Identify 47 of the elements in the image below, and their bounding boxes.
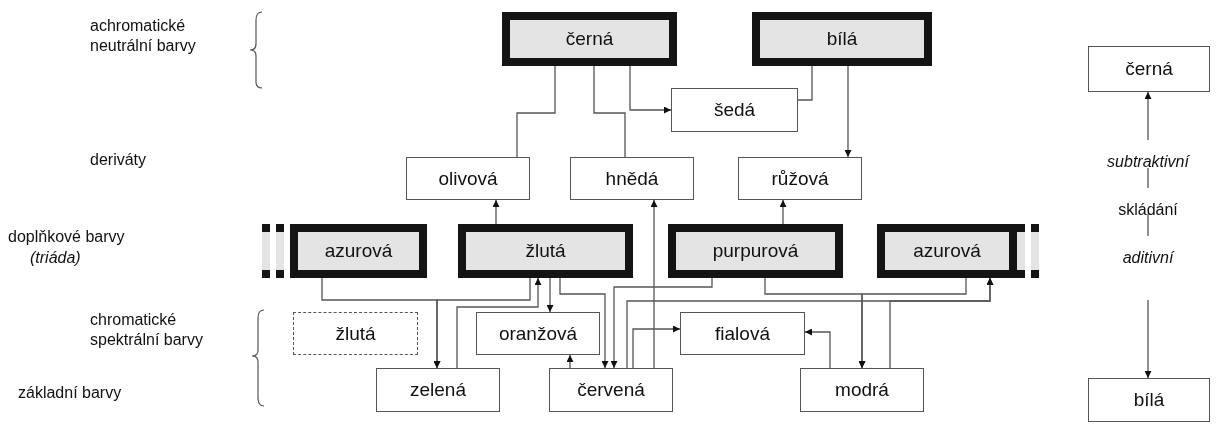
arrow: [858, 277, 967, 369]
process-box: bílá: [1088, 378, 1210, 422]
category-label: základní barvy: [18, 383, 122, 403]
category-label: aditivní: [1122, 248, 1174, 268]
arrow: [632, 325, 681, 369]
color-box: azurová: [877, 224, 1017, 278]
arrow: [566, 354, 574, 369]
arrow: [546, 277, 554, 313]
arrow: [626, 277, 994, 369]
category-label: doplňkové barvy: [8, 227, 125, 247]
process-box: fialová: [680, 312, 805, 355]
dashed-box: žlutá: [293, 312, 418, 355]
arrow: [456, 277, 542, 369]
category-label: skládání: [1118, 200, 1178, 220]
arrow: [433, 277, 531, 369]
category-label: deriváty: [90, 150, 147, 170]
arrow: [1144, 91, 1152, 141]
color-box: purpurová: [668, 224, 843, 278]
process-box: oranžová: [476, 312, 600, 355]
category-label: chromatické spektrální barvy: [90, 310, 204, 350]
category-label: achromatické neutrální barvy: [90, 16, 197, 56]
arrow: [1144, 299, 1152, 379]
process-box: šedá: [671, 88, 798, 132]
process-box: růžová: [738, 157, 862, 200]
color-box: černá: [502, 12, 677, 66]
connector-line: [593, 65, 626, 158]
process-box: zelená: [376, 368, 500, 412]
process-box: černá: [1088, 46, 1210, 92]
connector-line: [516, 65, 556, 158]
arrow: [779, 199, 787, 225]
arrow: [559, 277, 609, 369]
category-label: (triáda): [30, 248, 81, 268]
color-box: žlutá: [458, 224, 633, 278]
connector-line: [797, 65, 813, 101]
process-box: hnědá: [570, 157, 694, 200]
arrow: [492, 199, 500, 225]
color-box: bílá: [752, 12, 932, 66]
color-box: azurová: [290, 224, 427, 278]
arrow: [844, 65, 852, 158]
process-box: červená: [549, 368, 673, 412]
arrow: [629, 65, 672, 114]
process-box: olivová: [406, 157, 530, 200]
category-label: subtraktivní: [1107, 152, 1189, 172]
arrow: [650, 199, 658, 369]
arrow: [610, 277, 713, 369]
process-box: modrá: [800, 368, 924, 412]
arrow: [804, 328, 831, 369]
